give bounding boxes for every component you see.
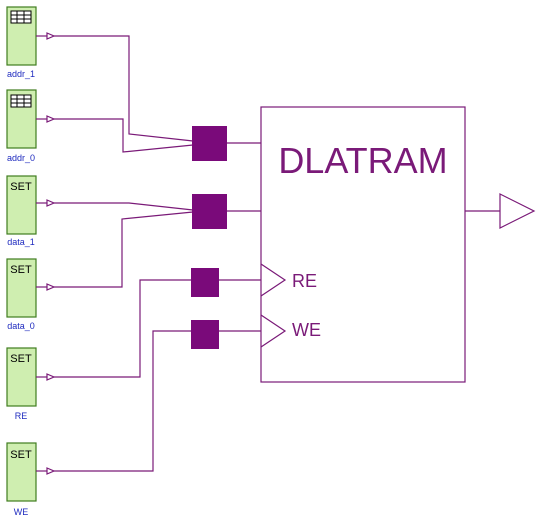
source-label: addr_0 xyxy=(7,153,35,163)
table-icon xyxy=(10,10,32,24)
set-text: SET xyxy=(10,181,32,193)
dlatram-block[interactable]: DLATRAM RE WE xyxy=(260,106,466,383)
bus-node-data[interactable] xyxy=(192,194,227,229)
arrow-right-icon xyxy=(46,467,56,475)
source-label: data_0 xyxy=(7,321,35,331)
source-addr-1[interactable]: addr_1 xyxy=(6,6,37,79)
set-text: SET xyxy=(10,353,32,365)
source-label: data_1 xyxy=(7,237,35,247)
source-addr-0[interactable]: addr_0 xyxy=(6,89,37,163)
node-re[interactable] xyxy=(191,268,219,297)
arrow-right-icon xyxy=(46,373,56,381)
source-box xyxy=(6,258,37,318)
node-we[interactable] xyxy=(191,320,219,349)
source-data-1[interactable]: SET data_1 xyxy=(6,175,37,247)
output-port-arrow-icon[interactable] xyxy=(499,193,536,229)
bus-node-addr[interactable] xyxy=(192,126,227,161)
arrow-right-icon xyxy=(46,115,56,123)
source-data-0[interactable]: SET data_0 xyxy=(6,258,37,331)
port-we-label: WE xyxy=(292,320,321,340)
source-re[interactable]: SET RE xyxy=(6,347,37,421)
source-label: WE xyxy=(14,507,29,517)
source-box xyxy=(6,442,37,502)
set-text: SET xyxy=(10,264,32,276)
block-body xyxy=(260,106,466,383)
source-label: RE xyxy=(15,411,28,421)
source-we[interactable]: SET WE xyxy=(6,442,37,517)
source-box xyxy=(6,175,37,235)
wires xyxy=(36,35,500,472)
source-output-arrows xyxy=(46,32,56,475)
port-we-arrow-icon xyxy=(260,314,287,348)
source-label: addr_1 xyxy=(7,69,35,79)
junction-nodes xyxy=(191,126,227,349)
set-text: SET xyxy=(10,449,32,461)
block-title: DLATRAM xyxy=(278,140,447,181)
port-re-label: RE xyxy=(292,271,317,291)
arrow-right-icon xyxy=(46,32,56,40)
arrow-right-icon xyxy=(46,283,56,291)
port-re-arrow-icon xyxy=(260,263,287,297)
table-icon xyxy=(10,94,32,108)
arrow-right-icon xyxy=(46,199,56,207)
